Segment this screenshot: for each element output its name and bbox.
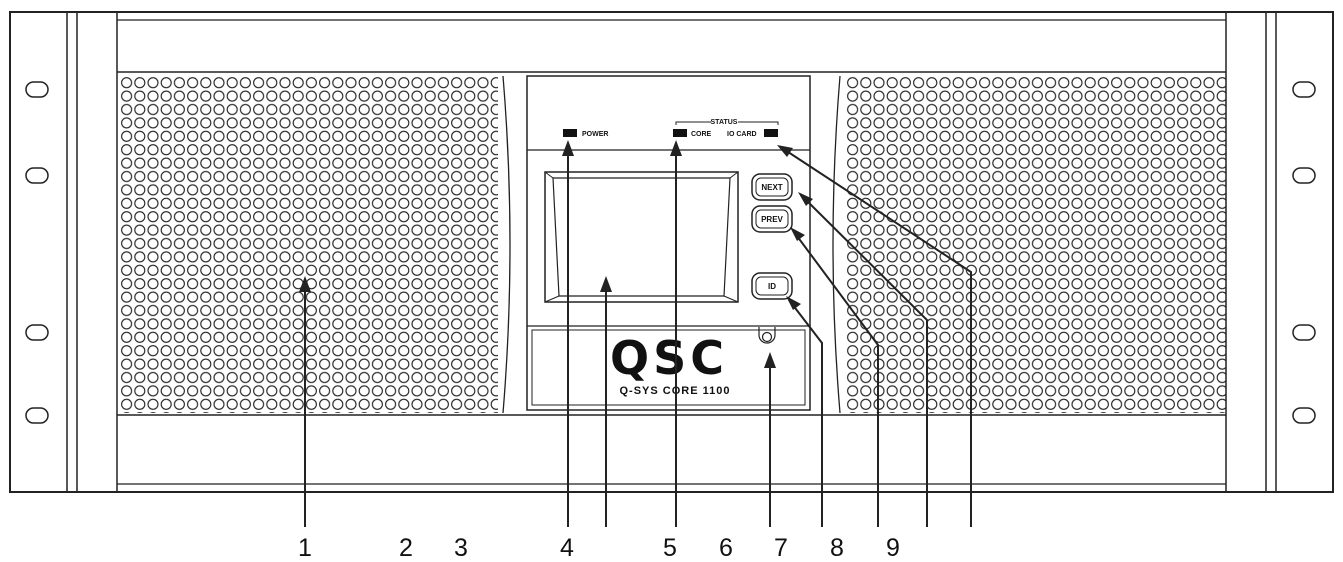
callout-7: 7 [774,534,788,562]
power-led-label: POWER [582,131,608,138]
power-led [563,129,577,137]
callout-lines [304,147,972,527]
callout-4: 4 [560,534,574,562]
model-name: Q-SYS CORE 1100 [620,385,731,397]
callout-arrowheads [299,140,813,368]
status-heading: STATUS [711,119,738,126]
qsc-logo: QSC [610,331,728,385]
lcd-screen [544,171,739,303]
io-card-led-label: IO CARD [727,131,757,138]
callout-2: 2 [399,534,413,562]
prev-button[interactable]: PREV [751,205,793,233]
next-button[interactable]: NEXT [751,173,793,201]
vent-grille-right [845,76,1226,413]
callout-1: 1 [298,534,312,562]
rack-slots-left [25,81,49,424]
id-button[interactable]: ID [751,272,793,300]
vent-grille-left [120,76,498,413]
callout-9: 9 [886,534,900,562]
io-card-led [764,129,778,137]
reset-pinhole-icon [758,327,776,344]
callout-3: 3 [454,534,468,562]
core-led-label: CORE [691,131,712,138]
id-button-label: ID [768,282,776,291]
next-button-label: NEXT [761,183,782,192]
rack-slots-right [1292,81,1316,424]
core-led [673,129,687,137]
callout-8: 8 [830,534,844,562]
callout-5: 5 [663,534,677,562]
callout-6: 6 [719,534,733,562]
prev-button-label: PREV [761,215,783,224]
